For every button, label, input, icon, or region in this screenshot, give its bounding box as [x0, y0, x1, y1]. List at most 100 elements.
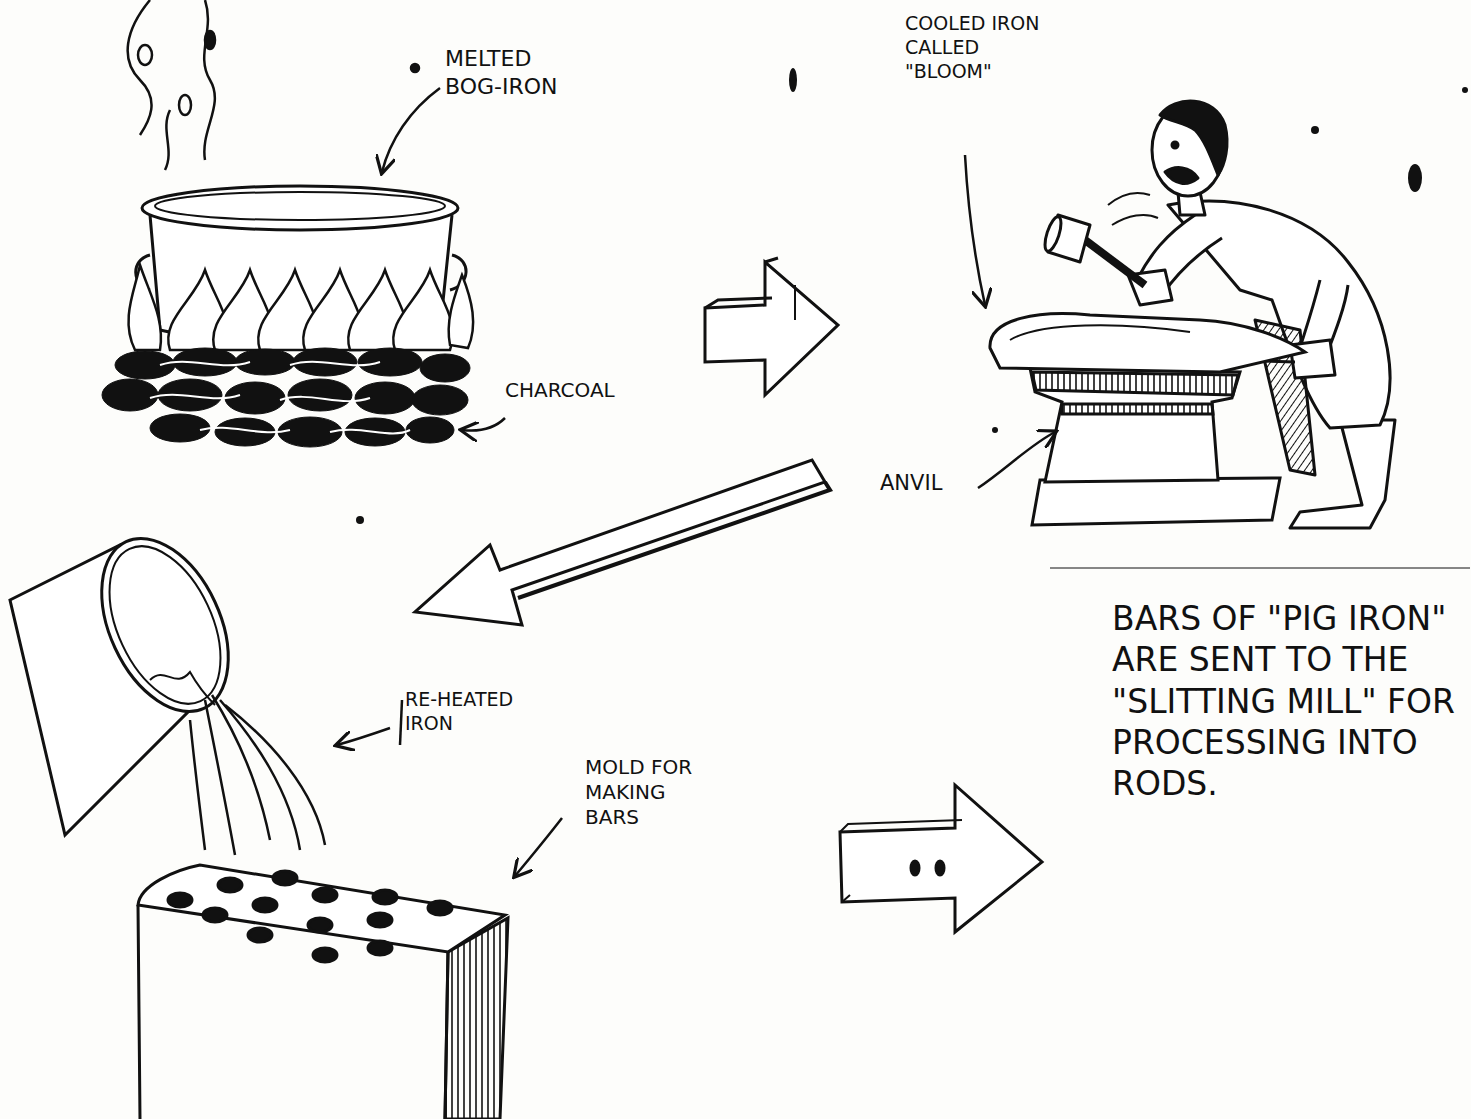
flow-arrow — [840, 785, 1042, 932]
anvil-base — [1032, 478, 1280, 525]
steam-wisp — [165, 110, 170, 170]
rule-line — [1050, 568, 1470, 569]
steam-wisp — [128, 0, 152, 135]
mold-hole — [168, 893, 192, 907]
leader-arrow — [978, 432, 1055, 488]
anvil-hatching — [1032, 372, 1238, 395]
block-arrow — [705, 262, 838, 395]
leader-arrow — [337, 728, 390, 745]
charcoal-lump — [406, 417, 454, 443]
leaders — [965, 155, 1470, 568]
ink-speck — [789, 68, 797, 92]
eye — [1172, 142, 1178, 148]
charcoal-lump — [355, 382, 415, 414]
crucible — [10, 518, 254, 835]
block-arrow — [415, 460, 825, 625]
leader-tick — [400, 700, 402, 745]
leaders — [382, 64, 505, 431]
charcoal-lump — [102, 379, 158, 411]
stream-line — [220, 700, 300, 850]
callout-label: CHARCOAL — [505, 378, 705, 403]
mold-hole — [313, 888, 337, 902]
arrow-shade — [518, 482, 830, 598]
mustache — [1165, 168, 1198, 184]
hammer-face — [1042, 215, 1065, 253]
pour-stream — [190, 695, 325, 855]
ink-dot — [411, 64, 419, 72]
hammer-handle — [1085, 240, 1145, 285]
flame — [129, 265, 161, 350]
bubble — [205, 31, 215, 49]
mold-hole — [428, 901, 452, 915]
flame — [393, 270, 453, 350]
mold-hole — [313, 948, 337, 962]
mold-top — [138, 865, 505, 952]
ink-speck — [356, 516, 364, 524]
leader-arrow — [515, 818, 562, 876]
ink-specks — [209, 32, 1468, 524]
anvil-hatching — [1062, 404, 1213, 414]
mold-hole — [253, 898, 277, 912]
bar-mold — [138, 865, 508, 1119]
anvil — [990, 314, 1305, 525]
charcoal-highlights — [150, 362, 410, 434]
hair — [1160, 101, 1227, 175]
ink-speck — [1311, 126, 1319, 134]
mold-hole — [273, 871, 297, 885]
arrow-shade — [840, 820, 962, 902]
flame — [449, 275, 473, 348]
leader-arrow — [965, 155, 985, 305]
callout-label: ANVIL — [880, 470, 1000, 496]
flow-arrow — [705, 258, 838, 395]
charcoal-lump — [235, 349, 295, 375]
cauldron-rim — [142, 186, 458, 230]
anvil-top — [990, 314, 1305, 372]
mold-hole — [308, 918, 332, 932]
leader-arrow — [462, 418, 505, 431]
charcoal-lump — [420, 354, 470, 382]
callout-label: RE-HEATED IRON — [405, 688, 555, 736]
charcoal-lump — [115, 351, 175, 379]
mold-hole — [368, 913, 392, 927]
bubble — [179, 95, 191, 115]
arrow-dot — [936, 861, 944, 875]
crucible-rim — [76, 518, 253, 731]
mold-hole — [373, 890, 397, 904]
steam — [128, 0, 215, 170]
charcoal-lump — [358, 348, 422, 376]
anvil-body — [1030, 368, 1240, 482]
stream-line — [225, 705, 325, 845]
callout-label: MELTED BOG-IRON — [445, 45, 595, 100]
mold-hole — [203, 908, 227, 922]
charcoal-lump — [412, 385, 468, 415]
stream-line — [190, 720, 205, 850]
leader-arrow — [382, 88, 440, 172]
arrow-shade — [705, 258, 778, 308]
mold-hole — [248, 928, 272, 942]
callout-label: MOLD FOR MAKING BARS — [585, 755, 707, 830]
ink-speck — [209, 32, 215, 38]
ink-speck — [992, 427, 998, 433]
block-arrow — [840, 785, 1042, 932]
stream-line — [205, 700, 235, 855]
callout-label: COOLED IRON CALLED "BLOOM" — [905, 12, 1065, 83]
charcoal-lump — [288, 379, 352, 411]
molten-surface — [155, 192, 445, 220]
bloom-outline — [1010, 325, 1190, 340]
flow-arrow — [415, 460, 830, 625]
mold-hole — [368, 941, 392, 955]
flames — [129, 265, 474, 350]
bubble — [138, 45, 152, 65]
process-note: BARS OF "PIG IRON" ARE SENT TO THE "SLIT… — [1112, 598, 1467, 804]
charcoal-pile — [102, 348, 470, 447]
ink-speck — [1408, 164, 1422, 192]
ink-speck — [1462, 87, 1468, 93]
mold-hole — [218, 878, 242, 892]
charcoal-lump — [225, 382, 285, 414]
steam-wisp — [204, 0, 215, 160]
charcoal-highlight — [150, 362, 410, 434]
motion-lines — [1108, 193, 1158, 225]
crucible-lip — [87, 529, 243, 721]
